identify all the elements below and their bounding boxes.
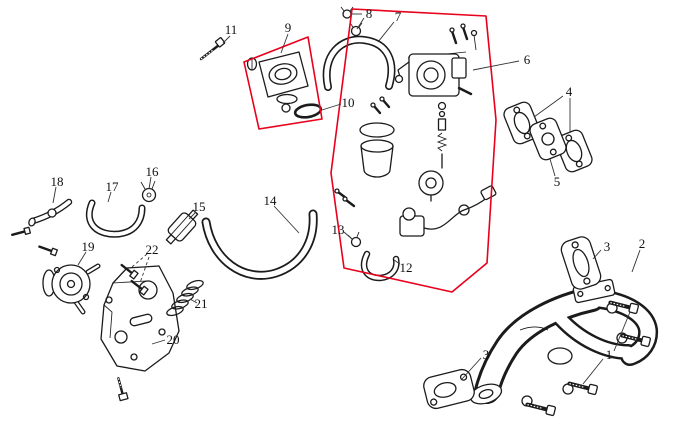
part-9-spacer (246, 51, 309, 113)
part-label-17: 17 (106, 179, 120, 194)
part-label-5: 5 (554, 174, 561, 189)
part-2-manifold (469, 278, 659, 407)
leader-lines (52, 13, 641, 385)
part-label-19: 19 (82, 239, 95, 254)
part-label-8: 8 (366, 6, 373, 21)
part-label-18: 18 (51, 174, 64, 189)
part-7-hose (322, 35, 396, 91)
part-label-3a: 3 (604, 239, 611, 254)
part-6-carburetor (334, 23, 497, 237)
part-label-2: 2 (639, 236, 646, 251)
part-label-20: 20 (167, 332, 180, 347)
part-5-gasket (529, 117, 567, 161)
part-label-10: 10 (342, 95, 355, 110)
part-label-22: 22 (146, 242, 159, 257)
part-19-fuel-pump (42, 263, 101, 315)
part-label-12: 12 (400, 260, 413, 275)
part-label-11: 11 (225, 22, 238, 37)
part-label-6: 6 (524, 52, 531, 67)
part-label-4: 4 (566, 84, 573, 99)
part-3-gasket-lower (423, 368, 475, 410)
part-17-hose (85, 199, 146, 238)
highlight-outline-carburetor-group (330, 8, 497, 293)
part-12-hose (360, 250, 400, 282)
part-label-9: 9 (285, 20, 292, 35)
part-label-1: 1 (606, 347, 613, 362)
part-label-16: 16 (146, 164, 160, 179)
part-labels: 1 2 3 3 4 5 6 7 8 9 10 11 12 13 14 15 16… (51, 6, 646, 362)
part-label-7: 7 (395, 9, 402, 24)
part-label-13: 13 (332, 222, 345, 237)
part-label-21: 21 (195, 296, 208, 311)
part-14-fuel-hose (201, 209, 318, 280)
part-22-screws (120, 263, 149, 296)
part-11-bolt (199, 37, 226, 61)
part-label-14: 14 (264, 193, 278, 208)
part-3-gasket-upper (560, 236, 602, 290)
part-label-15: 15 (193, 199, 206, 214)
part-18-pipe-fitting (28, 198, 73, 227)
part-label-3b: 3 (483, 347, 490, 362)
part-1-bolts (525, 300, 652, 417)
small-bolts (11, 226, 59, 257)
highlight-outline-spacer-group (243, 36, 323, 130)
part-21-spring (166, 279, 204, 317)
part-20-bracket (100, 265, 180, 402)
